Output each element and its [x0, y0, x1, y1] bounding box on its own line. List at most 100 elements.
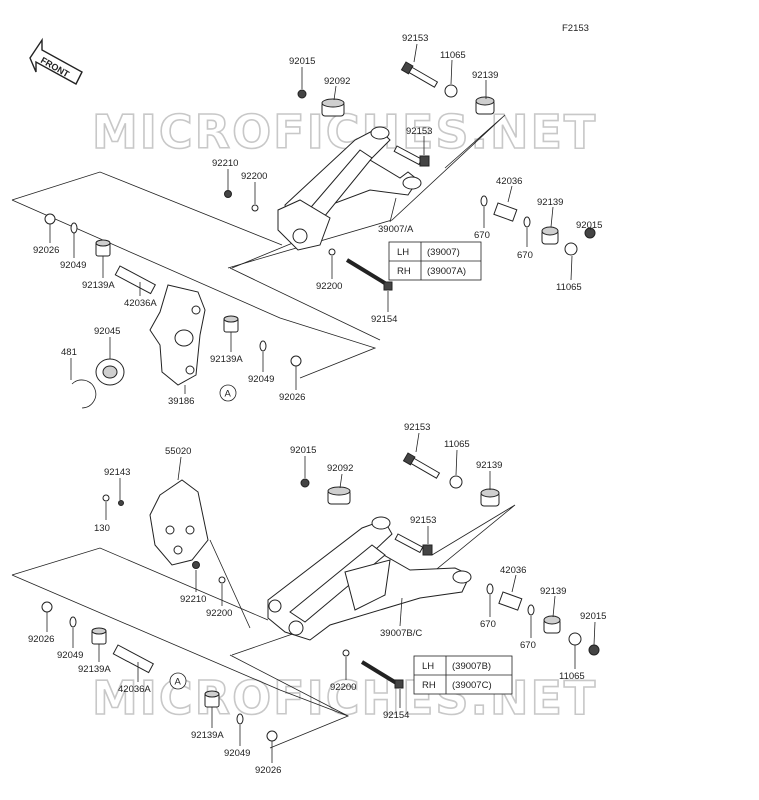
washer-11065-bottom: [449, 475, 463, 489]
variant-table-bottom: LH (39007B) RH (39007C): [413, 655, 513, 695]
label-670-bottom-a: 670: [480, 619, 496, 630]
label-92139-top: 92139: [472, 70, 498, 81]
diagram-id: F2153: [562, 23, 589, 34]
washer-92026-top-b: [290, 355, 302, 367]
bushing-92139A-bottom-b: [204, 690, 220, 708]
label-92049-top: 92049: [60, 260, 86, 271]
bushing-92139A-top-b: [223, 315, 239, 333]
label-42036-bottom: 42036: [500, 565, 526, 576]
label-92015-top-b: 92015: [576, 220, 602, 231]
washer-11065-bottom-b: [568, 632, 582, 646]
seal-92049-top: [70, 222, 78, 234]
nut-92015-bottom-b: [588, 644, 600, 656]
label-92049-top-b: 92049: [248, 374, 274, 385]
bushing-92092-top: [321, 98, 345, 117]
bearing-92045: [95, 358, 125, 386]
pipe-42036-top: [493, 202, 518, 222]
bushing-92139-top: [475, 96, 495, 115]
label-92026-top: 92026: [33, 245, 59, 256]
table-bottom-row2-side: RH: [422, 680, 436, 691]
pipe-42036A-top: [114, 265, 156, 295]
washer-92200-top-b: [328, 248, 336, 256]
label-39186: 39186: [168, 396, 194, 407]
washer-11065-top-b: [564, 242, 578, 256]
label-92210-top: 92210: [212, 158, 238, 169]
watermark-bottom: MICROFICHES.NET: [92, 671, 597, 725]
bushing-92139-bottom: [480, 488, 500, 507]
label-92092-top: 92092: [324, 76, 350, 87]
bolt-92153-mid: [393, 145, 430, 167]
seal-670-bottom-b: [527, 604, 535, 616]
bushing-92139A-top: [95, 239, 111, 257]
label-92015-bottom-b: 92015: [580, 611, 606, 622]
bolt-92154-top: [345, 258, 393, 291]
label-92200-top-b: 92200: [316, 281, 342, 292]
table-top-row1-side: LH: [397, 247, 409, 258]
label-11065-top-b: 11065: [556, 282, 582, 293]
label-92026-bottom: 92026: [28, 634, 54, 645]
table-bottom-row2-part: (39007C): [452, 680, 492, 691]
bottom-assembly: A: [11, 422, 606, 776]
swing-arm-top: [277, 126, 422, 251]
label-92026-bottom-b: 92026: [255, 765, 281, 776]
ref-circle-a-top-text: A: [225, 389, 232, 400]
label-11065-top: 11065: [440, 50, 466, 61]
table-bottom-row1-side: LH: [422, 661, 434, 672]
pipe-42036-bottom: [498, 591, 523, 611]
label-39007-top: 39007/A: [378, 224, 414, 235]
bolt-130: [102, 494, 110, 502]
label-670-top-b: 670: [517, 250, 533, 261]
label-42036A-bottom: 42036A: [118, 684, 151, 695]
label-92153-bottom: 92153: [404, 422, 430, 433]
label-92154-top: 92154: [371, 314, 397, 325]
swing-arm-bottom: [267, 516, 472, 641]
bushing-92092-bottom: [327, 486, 351, 505]
washer-11065-top: [444, 84, 458, 98]
ref-circle-a-bottom-text: A: [175, 677, 182, 688]
ref-circle-a-top: [219, 384, 237, 402]
bushing-92139A-bottom: [91, 627, 107, 645]
top-assembly: A: [11, 33, 602, 409]
label-481: 481: [61, 347, 77, 358]
nut-92210-bottom: [192, 561, 200, 569]
nut-92015-bottom: [300, 478, 310, 488]
washer-92143: [118, 500, 124, 506]
label-55020: 55020: [165, 446, 191, 457]
label-92026-top-b: 92026: [279, 392, 305, 403]
label-92049-bottom-b: 92049: [224, 748, 250, 759]
bushing-92139-top-b: [541, 226, 559, 245]
label-92153-mid: 92153: [406, 126, 432, 137]
label-11065-bottom-b: 11065: [559, 671, 585, 682]
label-92139A-top: 92139A: [82, 280, 115, 291]
bolt-92153-bottom-mid: [394, 533, 433, 556]
seal-92049-bottom: [69, 616, 77, 628]
nut-92210-top: [224, 190, 232, 198]
label-92015-bottom: 92015: [290, 445, 316, 456]
washer-92200-top: [251, 204, 259, 212]
table-top-row2-side: RH: [397, 266, 411, 277]
seal-670-top-b: [523, 216, 531, 228]
nut-92015-top: [297, 89, 307, 99]
seal-92049-top-b: [259, 340, 267, 352]
label-42036A-top: 42036A: [124, 298, 157, 309]
label-92200-bottom-b: 92200: [330, 682, 356, 693]
label-92143: 92143: [104, 467, 130, 478]
label-92153-bottom-mid: 92153: [410, 515, 436, 526]
knuckle-39186: [149, 284, 206, 386]
washer-92026-top: [44, 213, 56, 225]
label-92200-top: 92200: [241, 171, 267, 182]
variant-table-top: LH (39007) RH (39007A): [388, 241, 482, 281]
label-92139-bottom: 92139: [476, 460, 502, 471]
bolt-92153-top: [400, 61, 439, 88]
label-42036-top: 42036: [496, 176, 522, 187]
seal-670-bottom-a: [486, 583, 494, 595]
washer-92200-bottom: [218, 576, 226, 584]
label-92154-bottom: 92154: [383, 710, 409, 721]
ref-circle-a-bottom: [169, 672, 187, 690]
table-bottom-row1-part: (39007B): [452, 661, 491, 672]
label-92139A-top-b: 92139A: [210, 354, 243, 365]
washer-92026-bottom-b: [266, 730, 278, 742]
label-92049-bottom: 92049: [57, 650, 83, 661]
table-top-row2-part: (39007A): [427, 266, 466, 277]
label-92015-top: 92015: [289, 56, 315, 67]
